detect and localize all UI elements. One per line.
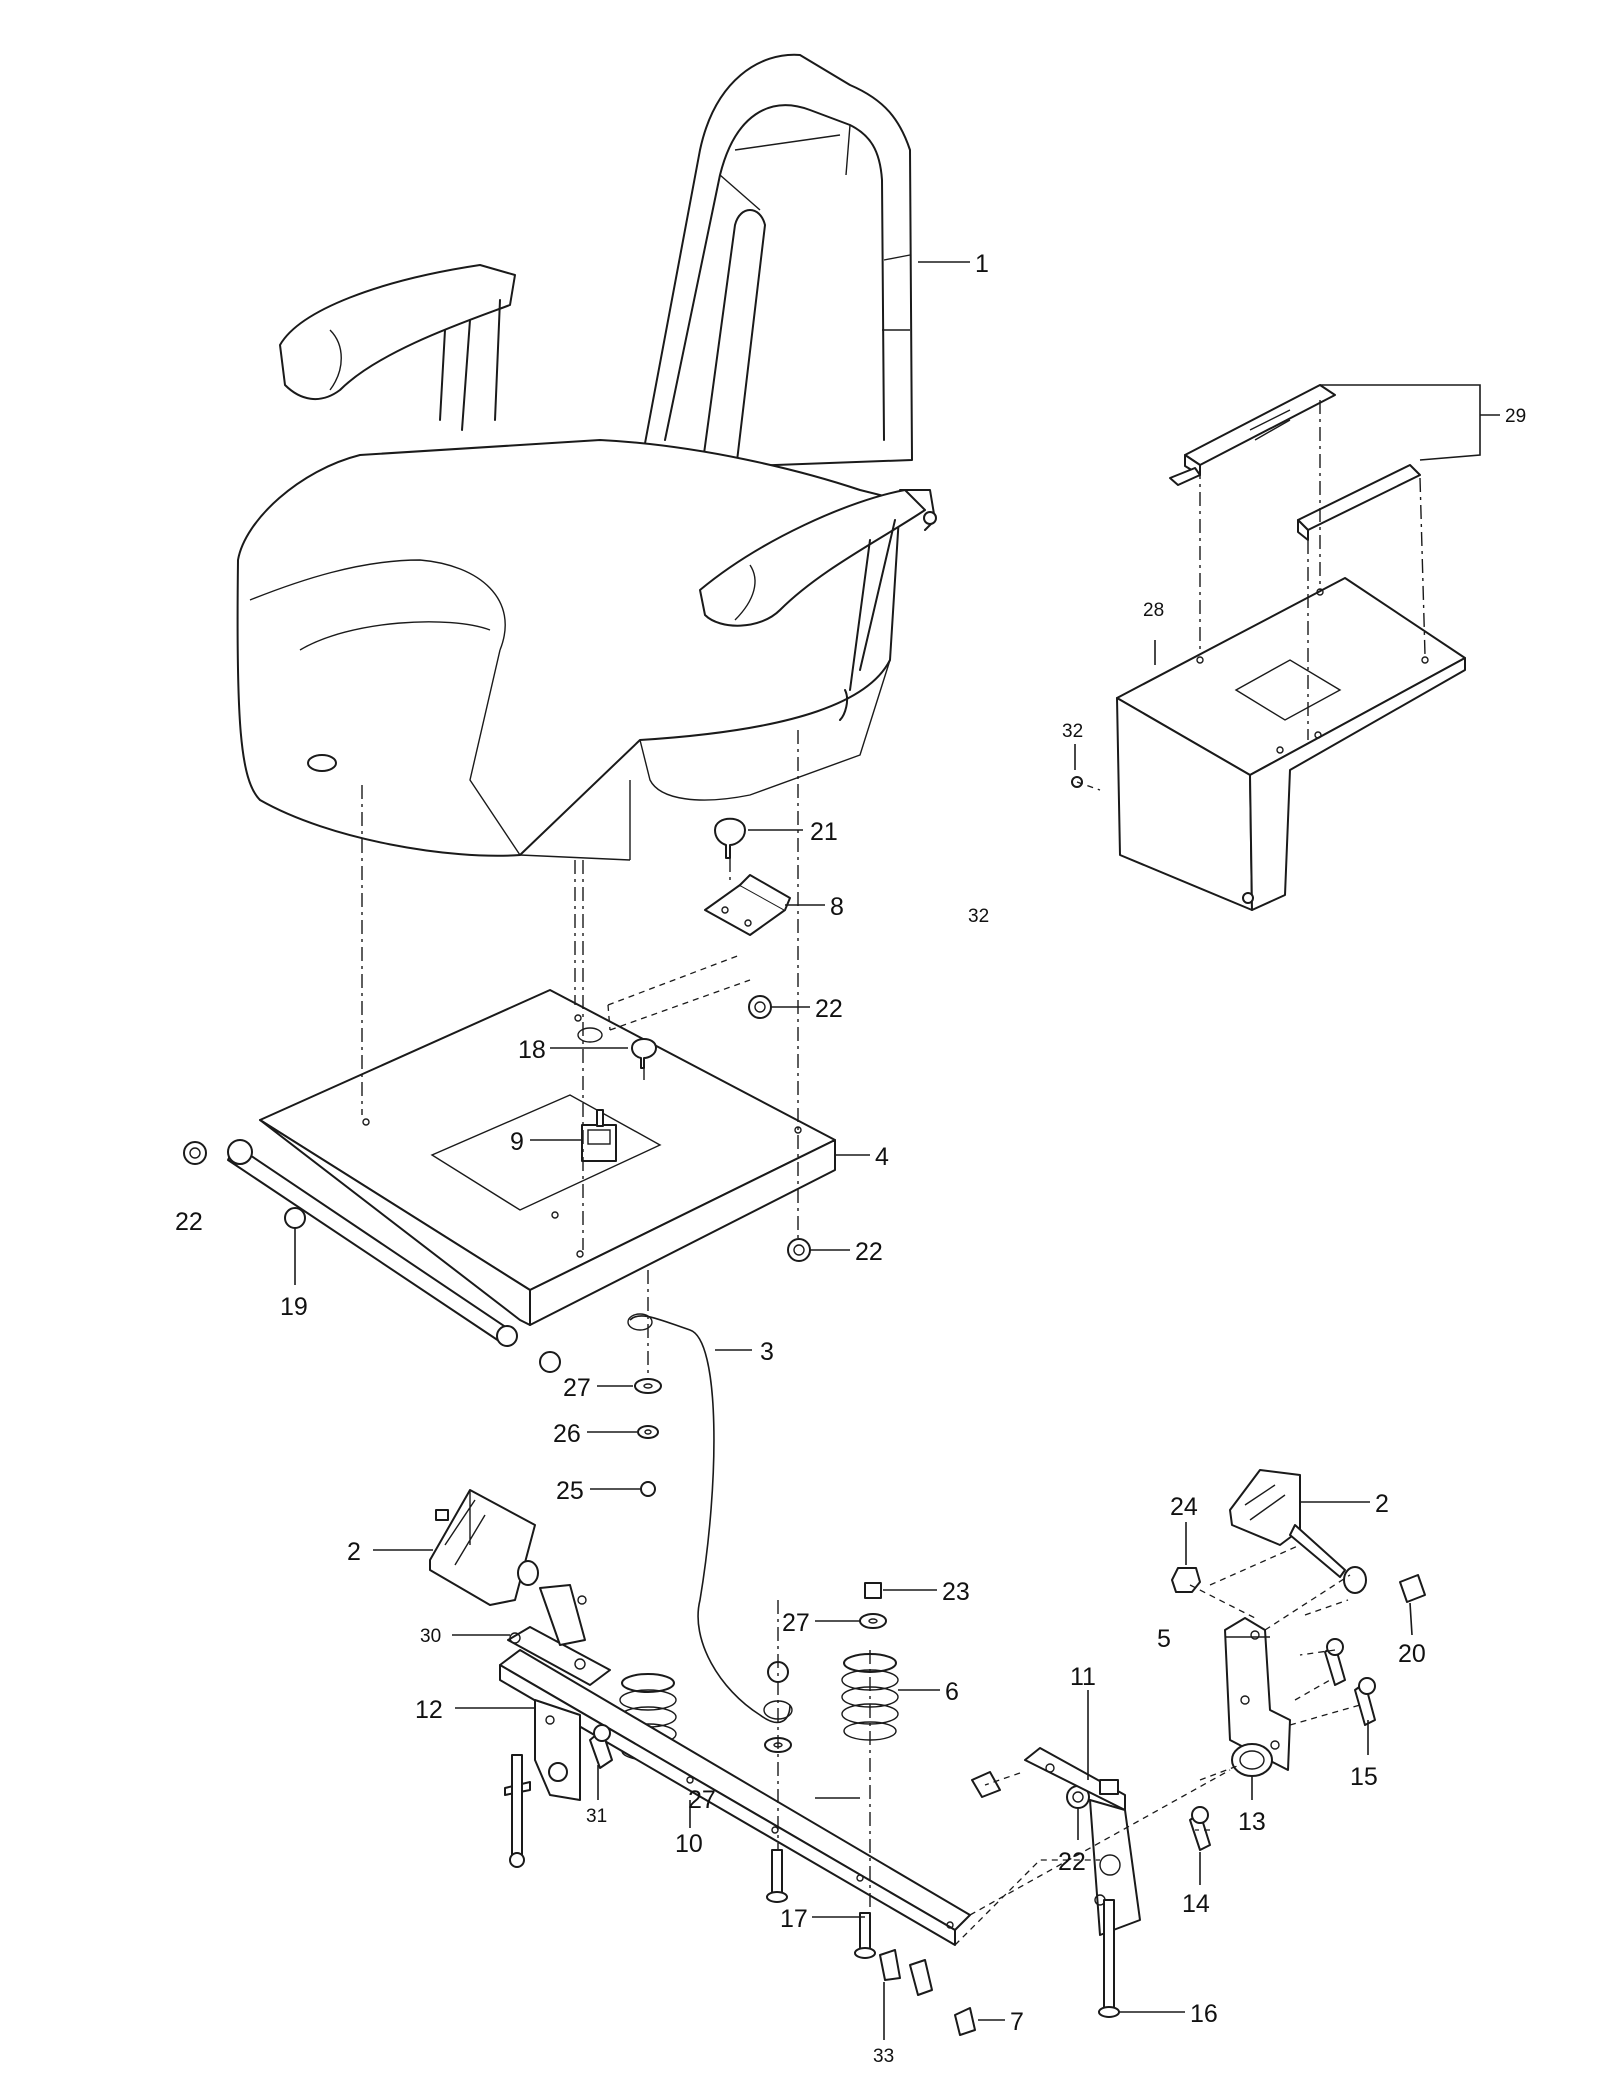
leader-lines xyxy=(294,261,1500,2040)
seat-adapter-part-28 xyxy=(1071,577,1466,911)
clip-part-33 xyxy=(879,1949,901,1981)
callout-22: 22 xyxy=(1058,1848,1086,1876)
bolt-part-17 xyxy=(766,1849,876,1959)
clip-part-7 xyxy=(954,2007,976,2036)
bracket-part-8 xyxy=(704,874,791,936)
callout-11: 11 xyxy=(1070,1663,1096,1691)
callout-18: 18 xyxy=(518,1036,546,1064)
callout-5: 5 xyxy=(1157,1625,1171,1653)
callouts: 1 21 8 22 18 9 4 22 22 19 3 27 26 25 2 2… xyxy=(175,250,1526,2067)
callout-25: 25 xyxy=(556,1477,584,1505)
callout-16: 16 xyxy=(1190,2000,1218,2028)
callout-3: 3 xyxy=(760,1338,774,1366)
switch-part-2-right xyxy=(1229,1469,1367,1594)
callout-2: 2 xyxy=(347,1538,361,1566)
bolt-part-20 xyxy=(1399,1574,1426,1603)
callout-8: 8 xyxy=(830,893,844,921)
callout-27: 27 xyxy=(563,1374,591,1402)
callout-19: 19 xyxy=(280,1293,308,1321)
callout-27: 27 xyxy=(782,1609,810,1637)
callout-33: 33 xyxy=(873,2046,894,2067)
bolt-left xyxy=(511,1754,523,1861)
callout-9: 9 xyxy=(510,1128,524,1156)
callout-31: 31 xyxy=(586,1806,607,1827)
callout-29: 29 xyxy=(1505,406,1526,427)
callout-21: 21 xyxy=(810,818,838,846)
bolt-part-15 xyxy=(1324,1638,1376,1726)
callout-22: 22 xyxy=(815,995,843,1023)
bracket-part-11 xyxy=(1024,1747,1141,1936)
callout-27: 27 xyxy=(688,1786,716,1814)
bolt-part-14 xyxy=(1189,1806,1211,1851)
bracket-part-5 xyxy=(1224,1617,1291,1771)
callout-22: 22 xyxy=(175,1208,203,1236)
cable-part-3 xyxy=(629,1315,791,1724)
seat-switch-part-9 xyxy=(581,1109,617,1162)
callout-22: 22 xyxy=(855,1238,883,1266)
clip xyxy=(909,1959,933,1996)
callout-23: 23 xyxy=(942,1578,970,1606)
bracket-part-30 xyxy=(507,1584,611,1686)
callout-32: 32 xyxy=(968,906,989,927)
bolt-part-31 xyxy=(589,1724,613,1769)
callout-32: 32 xyxy=(1062,721,1083,742)
assembly-lines xyxy=(361,400,1426,1946)
callout-1: 1 xyxy=(975,250,989,278)
callout-20: 20 xyxy=(1398,1640,1426,1668)
callout-7: 7 xyxy=(1010,2008,1024,2036)
switch-part-2-left xyxy=(429,1489,539,1606)
nut-part-24 xyxy=(1171,1567,1201,1593)
callout-24: 24 xyxy=(1170,1493,1198,1521)
callout-14: 14 xyxy=(1182,1890,1210,1918)
plug-part-18 xyxy=(631,1038,657,1069)
callout-15: 15 xyxy=(1350,1763,1378,1791)
washer-stack xyxy=(634,1378,887,1753)
bushing-part-13 xyxy=(1231,1743,1273,1777)
callout-10: 10 xyxy=(675,1830,703,1858)
flange-nut-part-22 xyxy=(183,995,1090,1809)
callout-26: 26 xyxy=(553,1420,581,1448)
bracket-part-12 xyxy=(504,1699,581,1801)
seat-slide-rails-part-29 xyxy=(1169,384,1421,541)
callout-13: 13 xyxy=(1238,1808,1266,1836)
callout-30: 30 xyxy=(420,1626,441,1647)
callout-4: 4 xyxy=(875,1143,889,1171)
callout-2: 2 xyxy=(1375,1490,1389,1518)
seat-part-1 xyxy=(236,53,937,861)
callout-28: 28 xyxy=(1143,600,1164,621)
plug-part-21 xyxy=(714,817,746,859)
callout-12: 12 xyxy=(415,1696,443,1724)
callout-17: 17 xyxy=(780,1905,808,1933)
callout-6: 6 xyxy=(945,1678,959,1706)
